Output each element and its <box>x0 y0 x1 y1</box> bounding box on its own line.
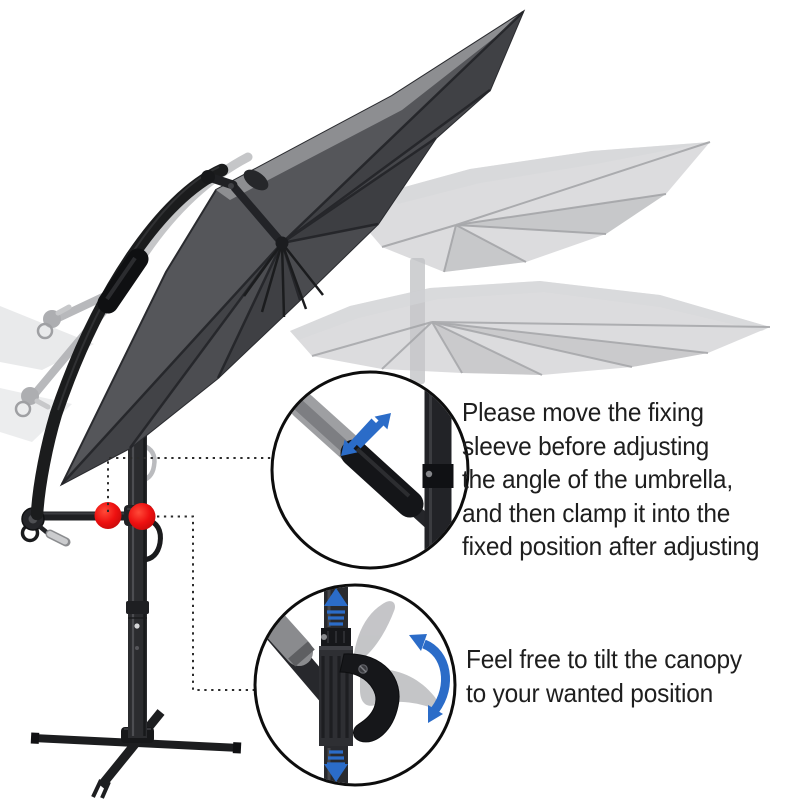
fixing-sleeve <box>97 248 149 314</box>
note-line: Feel free to tilt the canopy <box>466 644 742 674</box>
callout1-pole <box>422 376 454 564</box>
main-pole <box>126 410 149 738</box>
note-line: the angle of the umbrella, <box>462 464 733 495</box>
callout2-tilt-handle <box>339 653 400 743</box>
rotate-double-arrow-icon <box>409 634 451 723</box>
ghost-positions-layer <box>0 141 771 484</box>
crown-tube <box>230 184 286 246</box>
ghost-canopy-mid <box>352 141 711 273</box>
ghost-canopy-flat <box>290 281 771 376</box>
leader-line-tilt <box>157 515 254 691</box>
ghost-crank-1 <box>36 304 72 340</box>
umbrella-canopy <box>59 9 526 487</box>
canopy-crown-cap <box>243 169 269 191</box>
note-line: Please move the fixing <box>462 397 704 427</box>
red-joint-marker-icon <box>94 502 122 529</box>
arc-arm <box>30 163 229 521</box>
fixing-sleeve-note: Please move the fixing sleeve before adj… <box>462 396 760 564</box>
note-line: to your wanted position <box>466 677 714 708</box>
ghost-crank-2 <box>14 387 51 418</box>
ghost-arc-arm <box>135 152 253 265</box>
note-line: fixed position after adjusting <box>462 531 760 562</box>
hub-struts <box>242 242 324 318</box>
callout1-solid-sleeve <box>340 439 424 518</box>
tilt-note: Feel free to tilt the canopy to your wan… <box>466 643 742 710</box>
move-up-arrow-icon <box>324 588 348 626</box>
callout2-pole <box>319 586 353 784</box>
red-joint-marker-icon <box>128 503 156 530</box>
callout-tilt-handle <box>253 583 457 787</box>
move-down-arrow-icon <box>324 750 348 782</box>
callout-fixing-sleeve <box>270 370 470 570</box>
note-line: and then clamp it into the <box>462 497 731 528</box>
elbow-connector <box>201 170 238 190</box>
tilt-hook-icon <box>142 516 163 563</box>
canopy-hub <box>275 236 289 250</box>
slide-double-arrow-icon <box>341 413 391 456</box>
note-line: sleeve before adjusting <box>462 430 710 461</box>
